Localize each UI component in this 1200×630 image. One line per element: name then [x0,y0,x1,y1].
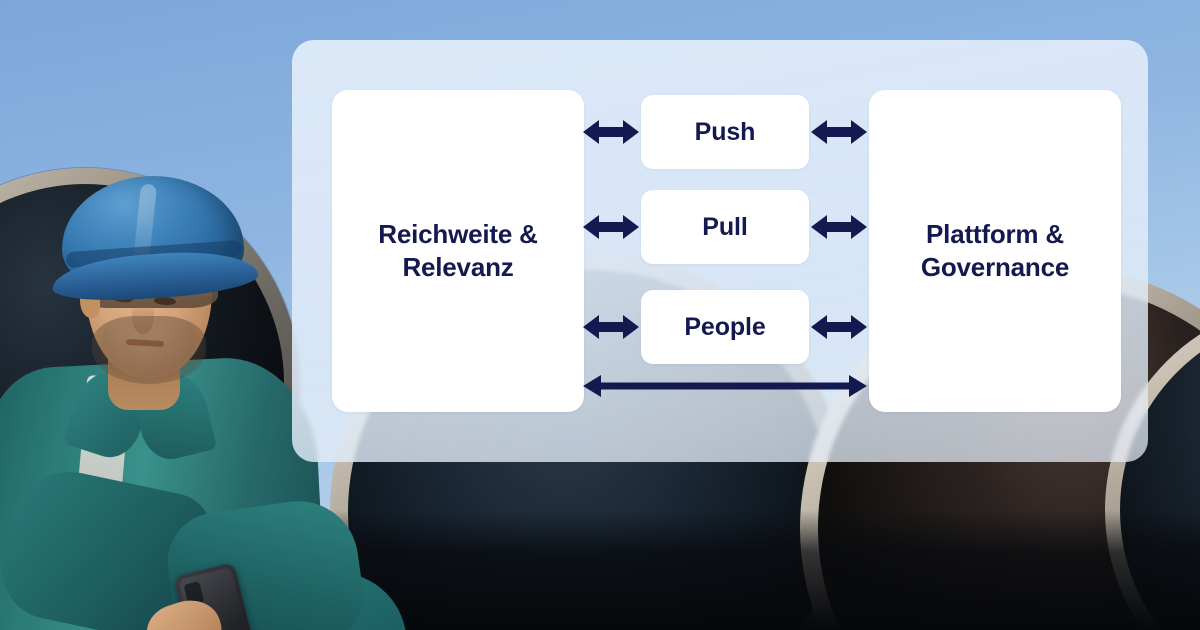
double-arrow-icon-full-span [583,375,867,397]
worker-figure [0,150,420,630]
pillar-card-reichweite-relevanz[interactable]: Reichweite & Relevanz [332,90,584,412]
connector-push-label: Push [694,117,756,146]
connector-chip-push[interactable]: Push [641,95,809,169]
connector-people-label: People [684,312,766,341]
connector-pull-label: Pull [702,212,748,241]
worker-beard [92,316,206,384]
double-arrow-icon-push-right [811,120,867,144]
pillar-card-plattform-governance[interactable]: Plattform & Governance [869,90,1121,412]
connector-chip-people[interactable]: People [641,290,809,364]
connector-chip-pull[interactable]: Pull [641,190,809,264]
double-arrow-icon-people-right [811,315,867,339]
double-arrow-icon-push-left [583,120,639,144]
diagram-panel: Reichweite & Relevanz Plattform & Govern… [292,40,1148,462]
double-arrow-icon-pull-left [583,215,639,239]
double-arrow-icon-pull-right [811,215,867,239]
double-arrow-icon-people-left [583,315,639,339]
diagram-content: Reichweite & Relevanz Plattform & Govern… [292,40,1148,462]
pillar-right-label: Plattform & Governance [920,218,1070,282]
pillar-left-label: Reichweite & Relevanz [378,218,538,282]
